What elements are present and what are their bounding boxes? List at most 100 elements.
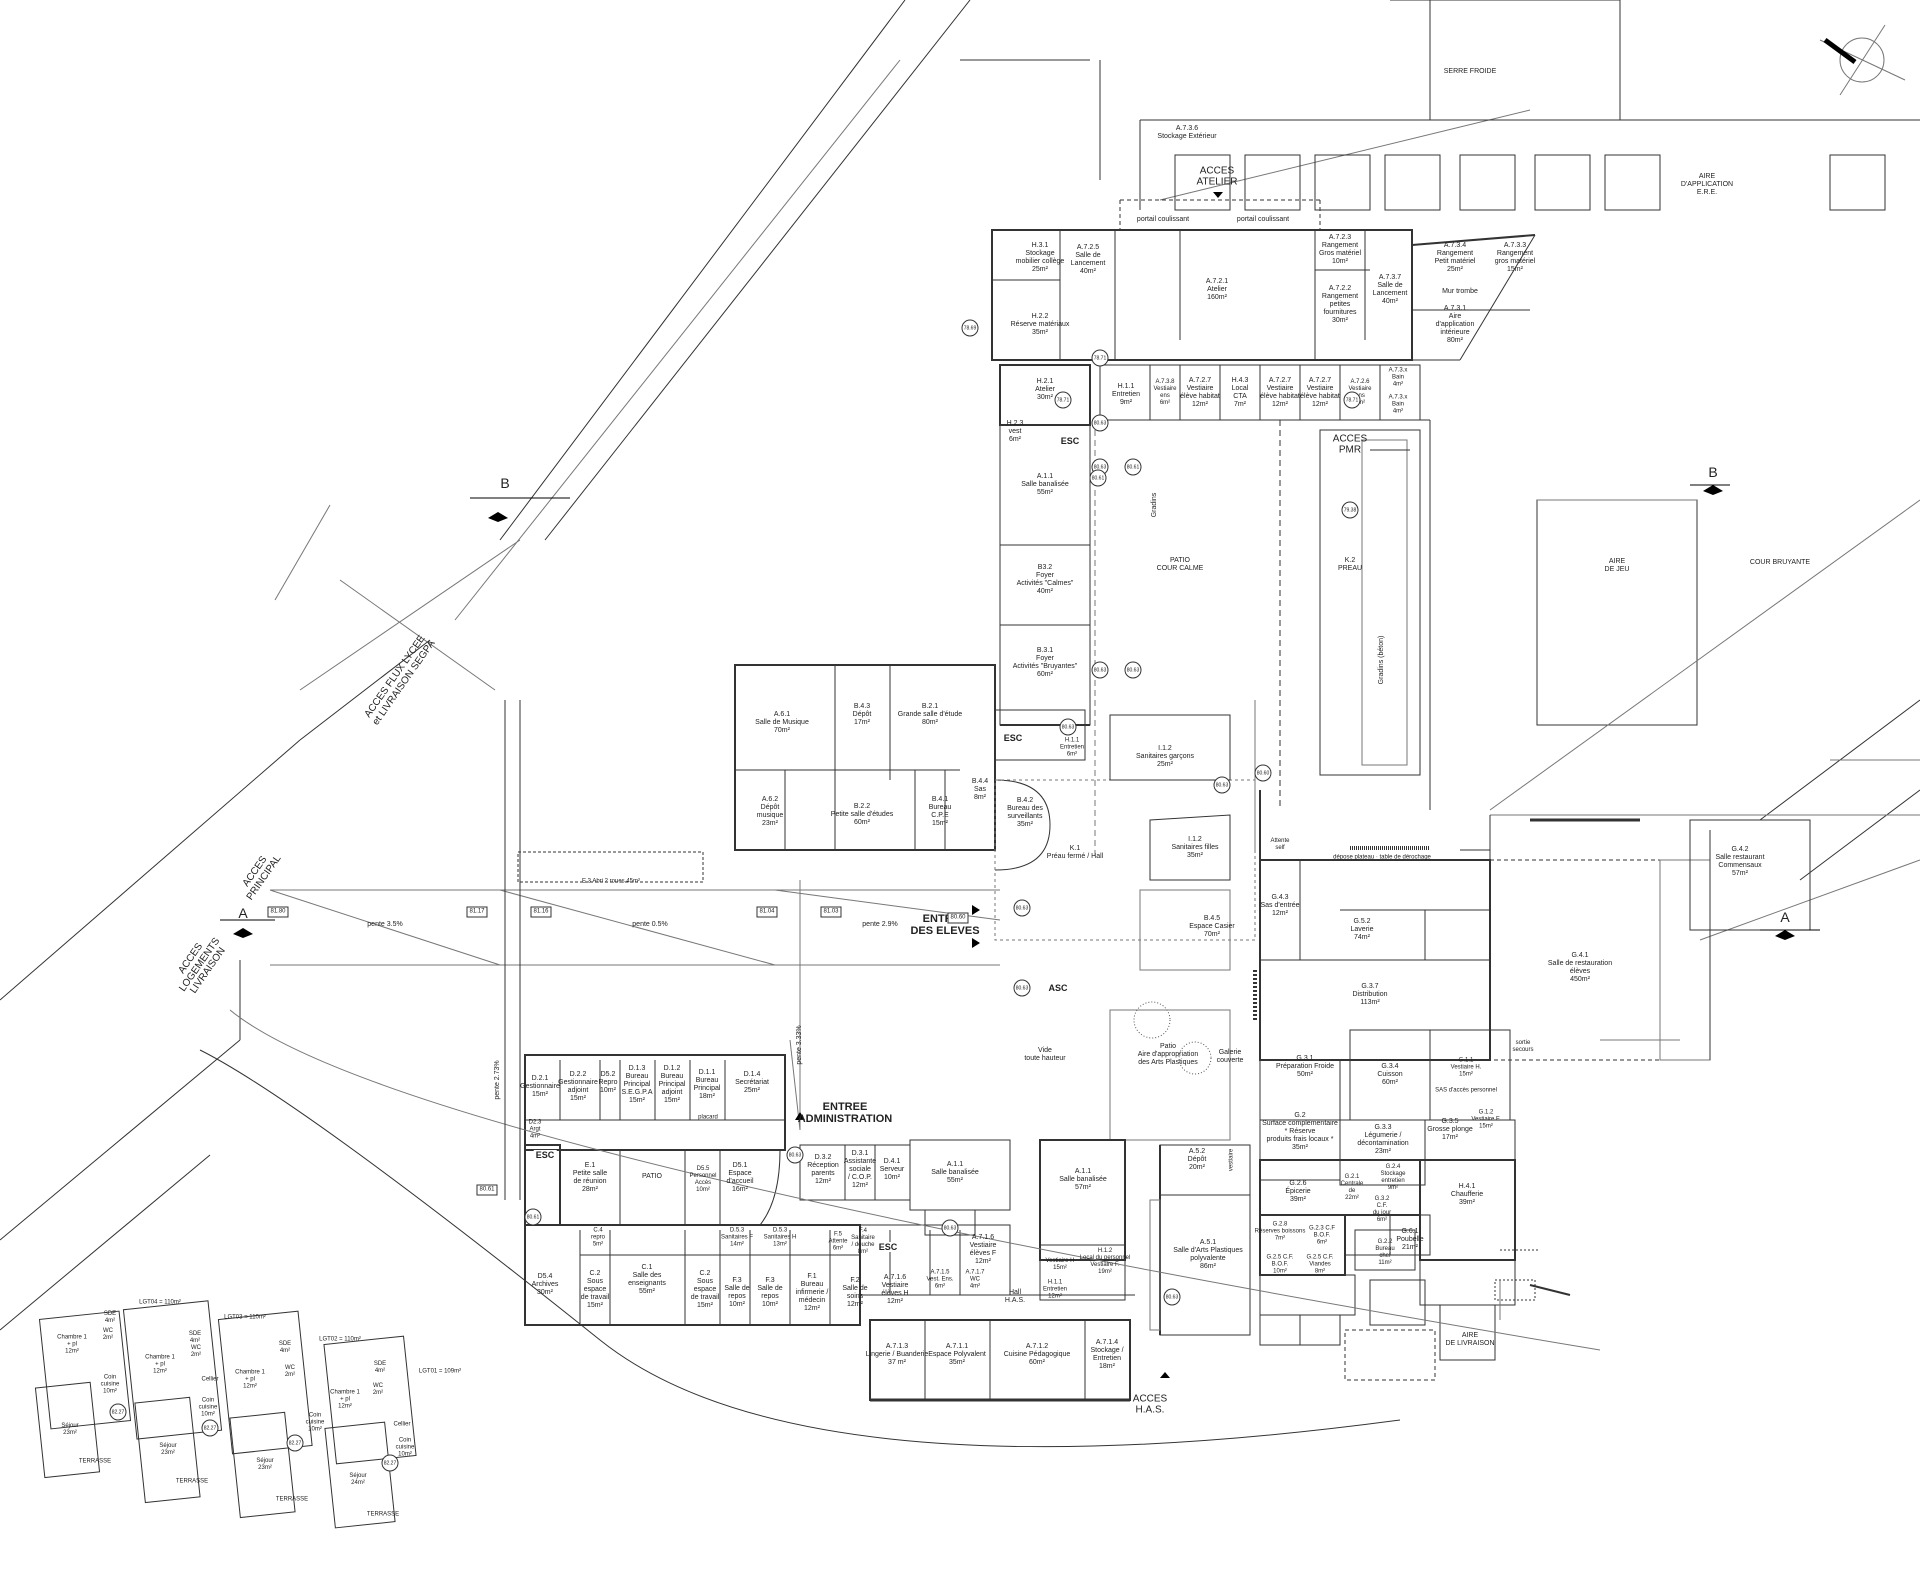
room-a727b: A.7.2.7 Vestiaire élève habitat 12m²: [1260, 376, 1300, 409]
section-a-east: A: [1780, 909, 1790, 925]
room-d41: D.4.1 Serveur 10m²: [879, 1157, 905, 1182]
level-8060: 80.60: [1254, 764, 1272, 782]
housing-cellier-3: Cellier: [201, 1376, 219, 1383]
room-h31: H.3.1 Stockage mobilier collège 25m²: [1015, 241, 1065, 274]
room-a727c: A.7.2.7 Vestiaire élève habitat 12m²: [1300, 376, 1340, 409]
room-a11-right: A.1.1 Salle banalisée 57m²: [1059, 1167, 1107, 1192]
lgt01-label: LGT01 = 109m²: [418, 1368, 462, 1375]
room-a716a: A.7.1.6 Vestiaire élèves H 12m²: [881, 1273, 909, 1306]
section-b-west: B: [500, 475, 510, 491]
room-a61: A.6.1 Salle de Musique 70m²: [755, 710, 809, 735]
attente-self-label: Attente self: [1270, 838, 1290, 851]
room-g26: G.2.6 Épicerie 39m²: [1285, 1179, 1311, 1204]
mur-trombe-label: Mur trombe: [1442, 287, 1478, 295]
room-d14: D.1.4 Secrétariat 25m²: [735, 1070, 769, 1095]
level-8063-d: 80.63: [1124, 661, 1142, 679]
room-a725: A.7.2.5 Salle de Lancement 40m²: [1070, 243, 1106, 276]
room-d53a: D.5.3 Sanitaires F 14m²: [720, 1227, 754, 1248]
level-8061-b: 80.61: [1089, 469, 1107, 487]
room-b45: B.4.5 Espace Casier 70m²: [1189, 914, 1235, 939]
esc-middle: ESC: [1001, 733, 1025, 743]
aire-livraison-label: AIRE DE LIVRAISON: [1445, 1331, 1495, 1347]
room-d12: D.1.2 Bureau Principal adjoint 15m²: [658, 1064, 686, 1105]
level-7871-b: 78.71: [1054, 391, 1072, 409]
housing-chambre-2: Chambre 1 + pl 12m²: [235, 1369, 265, 1390]
room-k2: K.2 PREAU: [1337, 556, 1363, 572]
room-f4: F.4 Sanitaire / douche 8m²: [851, 1228, 875, 1255]
room-a714: A.7.1.4 Stockage / Entretien 18m²: [1090, 1338, 1124, 1371]
housing-wc-3: WC 2m²: [190, 1345, 202, 1358]
room-a712: A.7.1.2 Cuisine Pédagogique 60m²: [1003, 1342, 1071, 1367]
room-b42: B.4.2 Bureau des surveillants 35m²: [1007, 796, 1043, 829]
room-b41: B.4.1 Bureau C.P.E 15m²: [928, 795, 952, 828]
room-f1: F.1 Bureau infirmerie / médecin 12m²: [795, 1272, 829, 1313]
asc-central: ASC: [1046, 983, 1070, 993]
level-7869: 78.69: [961, 319, 979, 337]
room-d54: D5.4 Archives 30m²: [531, 1272, 559, 1297]
room-g21: G.2.1 Centrale de 22m²: [1340, 1174, 1364, 1201]
room-wc: A.7.1.7 WC 4m²: [965, 1269, 985, 1290]
room-a737: A.7.3.7 Salle de Lancement 40m²: [1372, 273, 1408, 306]
room-d32: D.3.2 Réception parents 12m²: [807, 1153, 839, 1186]
pente-29-label: pente 2.9%: [862, 920, 898, 928]
room-g41: G.4.1 Salle de restauration élèves 450m²: [1547, 951, 1613, 984]
housing-coin-cuisine-1: Coin cuisine 10m²: [395, 1437, 415, 1458]
room-a52: A.5.2 Dépôt 20m²: [1187, 1147, 1207, 1172]
room-h12: H.1.2 Local du personnel Vestiaire F. 19…: [1079, 1248, 1131, 1275]
housing-level-4: 82.27: [109, 1403, 127, 1421]
room-d51: D5.1 Espace d'accueil 16m²: [726, 1161, 754, 1194]
housing-sejour-1: Séjour 24m²: [349, 1473, 367, 1486]
housing-wc-2: WC 2m²: [284, 1365, 296, 1378]
room-c2b: C.2 Sous espace de travail 15m²: [690, 1269, 720, 1310]
level-8180: 81.80: [267, 906, 289, 918]
housing-sejour-2: Séjour 23m²: [256, 1458, 274, 1471]
housing-terrasse-1: TERRASSE: [366, 1511, 400, 1518]
room-d55: D5.5 Personnel Accès 10m²: [689, 1166, 717, 1193]
room-a738: A.7.3.8 Vestiaire ens 6m²: [1153, 379, 1177, 406]
room-g12: G.1.2 Vestiaire F. 15m²: [1471, 1109, 1501, 1130]
level-8104: 81.04: [756, 906, 778, 918]
serre-froide-label: SERRE FROIDE: [1443, 67, 1497, 75]
level-8061-c: 80.61: [524, 1208, 542, 1226]
lgt04-label: LGT04 = 110m²: [139, 1299, 181, 1306]
abri-2-roues-label: E.3 Abri 2 roues 45m²: [581, 878, 641, 885]
room-f2: F.2 Salle de soins 12m²: [842, 1276, 868, 1309]
housing-sejour-4: Séjour 23m²: [61, 1423, 79, 1436]
room-h41: H.4.1 Chaufferie 39m²: [1450, 1182, 1484, 1207]
portail-coulissant-2: portail coulissant: [1236, 215, 1290, 223]
patio-arts-plastiques-label: Patio Aire d'appropriation des Arts Plas…: [1137, 1042, 1199, 1067]
section-b-east: B: [1708, 464, 1718, 480]
housing-coin-cuisine-3: Coin cuisine 10m²: [198, 1397, 218, 1418]
room-g24: G.2.4 Stockage entretien 9m²: [1380, 1164, 1406, 1191]
room-bain-1: A.7.3.x Bain 4m²: [1388, 367, 1408, 388]
housing-level-3: 82.27: [201, 1419, 219, 1437]
housing-terrasse-4: TERRASSE: [78, 1458, 112, 1465]
level-8063-c: 80.63: [1091, 661, 1109, 679]
room-b21: B.2.1 Grande salle d'étude 80m²: [897, 702, 963, 727]
pente-273-label: pente 2.73%: [493, 1060, 501, 1100]
room-h21: H.2.1 Atelier 30m²: [1035, 377, 1055, 402]
gradins-beton-label: Gradins (béton): [1377, 635, 1385, 685]
room-g43: G.4.3 Sas d'entrée 12m²: [1260, 893, 1300, 918]
room-g61: G.6.1 Poubelle 21m²: [1396, 1227, 1424, 1252]
level-8116: 81.16: [530, 906, 552, 918]
room-g42: G.4.2 Salle restaurant Commensaux 57m²: [1715, 845, 1765, 878]
entree-administration-label: ENTREE ADMINISTRATION: [797, 1100, 893, 1125]
room-d22: D.2.2 Gestionnaire adjoint 15m²: [558, 1070, 598, 1103]
room-f3a: F.3 Salle de repos 10m²: [724, 1276, 750, 1309]
room-g2: G.2 Surface complémentaire * Réserve pro…: [1262, 1111, 1338, 1152]
pente-333-label: pente 3.33%: [795, 1025, 803, 1065]
room-a62: A.6.2 Dépôt musique 23m²: [756, 795, 784, 828]
housing-terrasse-3: TERRASSE: [175, 1478, 209, 1485]
level-8063-a: 80.63: [1091, 414, 1109, 432]
level-8061-a: 80.61: [1124, 458, 1142, 476]
room-g22: G.2.2 Bureau chef 11m²: [1375, 1239, 1395, 1266]
room-d52: D5.2 Repro 10m²: [598, 1070, 618, 1095]
room-d11: D.1.1 Bureau Principal 18m²: [693, 1068, 721, 1101]
entree-eleves-label: ENTREE DES ELEVES: [910, 912, 980, 937]
room-g11: G.1.1 Vestiaire H. 15m²: [1450, 1057, 1482, 1078]
level-8061-tag: 80.61: [476, 1184, 498, 1196]
sortie-secours-label: sortie secours: [1512, 1040, 1534, 1053]
housing-sejour-3: Séjour 23m²: [159, 1443, 177, 1456]
level-8063-i: 80.63: [786, 1146, 804, 1164]
